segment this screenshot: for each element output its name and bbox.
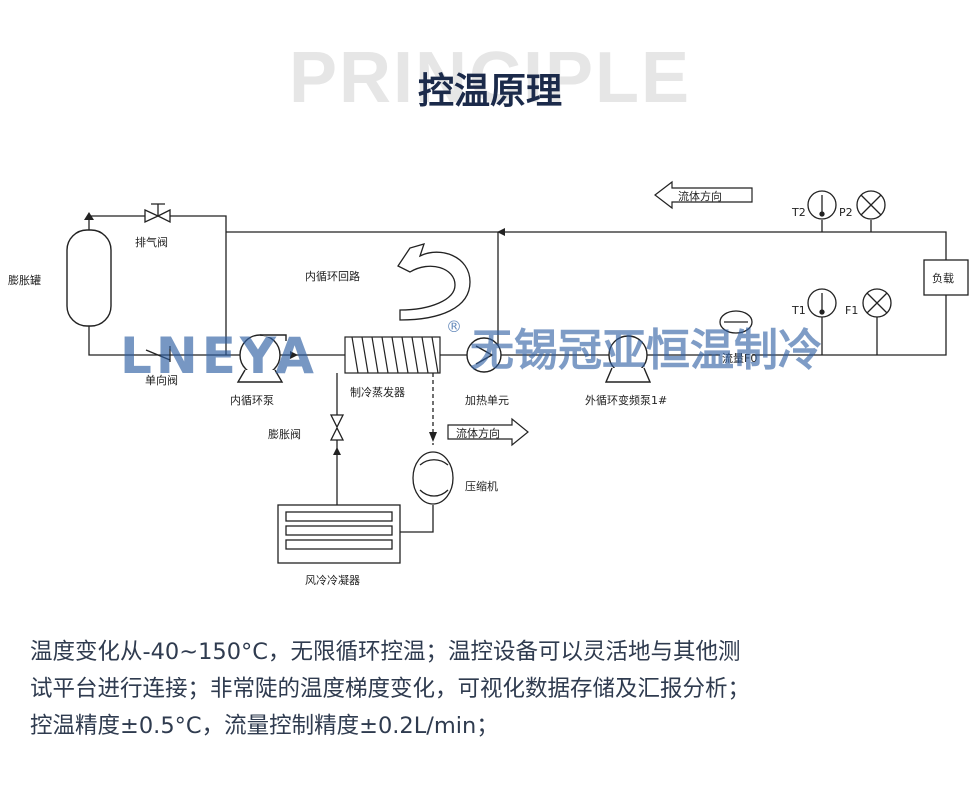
label-evaporator: 制冷蒸发器 [350,385,405,399]
thermometer-t1-icon [807,288,837,318]
watermark-registered: ® [446,317,462,336]
label-compressor: 压缩机 [465,479,498,493]
label-flow-direction-mid: 流体方向 [456,426,500,440]
inner-pump-icon [236,334,287,383]
label-load: 负载 [932,271,954,285]
condenser-icon [277,504,401,564]
expansion-tank-icon [66,229,112,327]
page-title: 控温原理 [417,71,562,112]
label-condenser: 风冷冷凝器 [305,573,360,587]
background-word: PRINCIPLE [288,38,692,118]
label-p2: P2 [839,206,853,219]
watermark-logo: LNEYA [120,327,318,385]
compressor-icon [412,451,454,505]
outer-pump-icon [604,335,652,383]
label-heater: 加热单元 [465,394,509,407]
description-line-3: 控温精度±0.5°C，流量控制精度±0.2L/min； [30,713,499,739]
expansion-valve-icon [329,414,345,441]
label-t1: T1 [791,304,806,317]
load-box [923,259,969,296]
label-flow-meter: 流量F0 [722,351,757,365]
inner-loop-arrow-icon [397,243,471,321]
label-flow-direction-top: 流体方向 [678,189,722,203]
flow-gauge-f1-icon [862,288,892,318]
label-vent-valve: 排气阀 [135,235,168,249]
label-check-valve: 单向阀 [145,373,178,387]
description-line-1: 温度变化从-40~150°C，无限循环控温；温控设备可以灵活地与其他测 [30,639,741,665]
label-inner-loop: 内循环回路 [305,269,360,283]
description-line-2: 试平台进行连接；非常陡的温度梯度变化，可视化数据存储及汇报分析； [30,676,751,702]
label-inner-pump: 内循环泵 [230,393,274,407]
flow-meter-icon [719,310,753,334]
check-valve-icon [145,346,171,362]
temperature-control-diagram: 膨胀罐 排气阀 单向阀 内循环泵 内循环回路 制冷蒸发器 加热单元 外循环变频泵… [8,180,969,587]
heater-icon [466,337,502,373]
label-outer-pump: 外循环变频泵1# [585,393,667,407]
label-expansion-tank: 膨胀罐 [8,273,41,287]
watermark-company: 无锡冠亚恒温制冷 [470,325,822,376]
vent-valve-icon [144,203,171,224]
flow-direction-arrow-top [654,180,753,210]
flow-direction-arrow-mid [447,417,529,447]
label-expansion-valve: 膨胀阀 [268,427,301,441]
evaporator-icon [344,336,441,374]
description: 温度变化从-40~150°C，无限循环控温；温控设备可以灵活地与其他测 试平台进… [30,634,960,745]
label-f1: F1 [845,304,858,317]
thermometer-t2-icon [807,190,837,220]
label-t2: T2 [791,206,806,219]
pressure-gauge-p2-icon [856,190,886,220]
